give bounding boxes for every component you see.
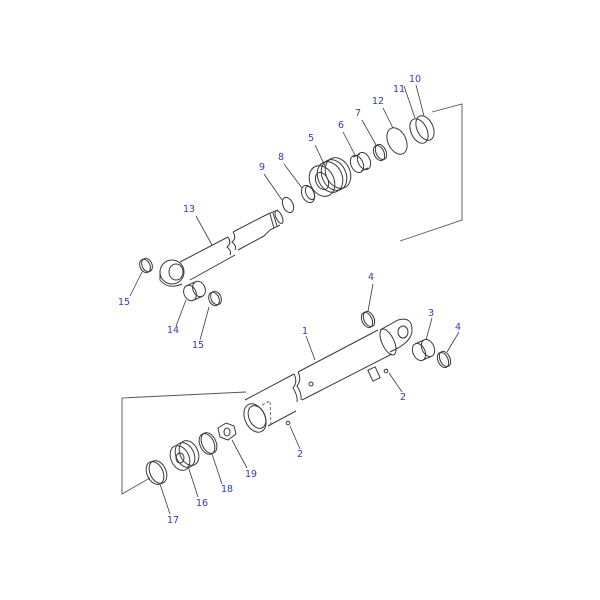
callout-5: 5 (308, 133, 315, 144)
callout-18: 18 (221, 484, 234, 495)
callout-4-b: 4 (455, 322, 462, 333)
part-15-seal-a (139, 257, 153, 274)
callout-15-a: 15 (118, 297, 131, 308)
callout-6: 6 (338, 120, 345, 131)
callout-17: 17 (167, 515, 180, 526)
part-4-seal-a (360, 310, 376, 329)
callout-8: 8 (278, 152, 285, 163)
callout-3: 3 (428, 308, 435, 319)
part-15-seal-b (208, 290, 222, 307)
part-9-snap-ring (281, 196, 295, 214)
part-12-o-ring (386, 127, 408, 155)
part-17-dust-seal (145, 460, 168, 485)
part-19-nut (217, 422, 237, 441)
leader-lines (129, 84, 460, 515)
callout-11: 11 (393, 84, 406, 95)
callout-1: 1 (302, 326, 309, 337)
part-7-ring (372, 143, 388, 162)
part-13-piston-rod (159, 209, 284, 287)
callout-2-a: 2 (400, 392, 407, 403)
part-3-bushing (411, 338, 436, 362)
part-8-ring (300, 184, 316, 204)
callout-15-b: 15 (192, 340, 205, 351)
callout-9: 9 (259, 162, 266, 173)
part-6-collar (349, 151, 372, 174)
lower-frame (121, 391, 247, 495)
callout-13: 13 (183, 204, 196, 215)
callout-10: 10 (409, 74, 422, 85)
callout-19: 19 (245, 469, 258, 480)
part-18-backup-ring (198, 432, 218, 455)
part-14-bushing (183, 280, 206, 302)
part-5-piston (308, 157, 352, 197)
upper-frame (399, 103, 463, 242)
part-10-11-rings (409, 115, 435, 144)
callout-7: 7 (355, 108, 362, 119)
callout-14: 14 (167, 325, 180, 336)
callout-4-a: 4 (368, 272, 375, 283)
part-1-cylinder-tube (243, 318, 413, 433)
callout-12: 12 (372, 96, 385, 107)
callout-16: 16 (196, 498, 209, 509)
part-2-fitting-b (285, 420, 291, 426)
part-2-fitting-a (383, 368, 389, 374)
part-4-seal-b (436, 350, 452, 369)
callout-2-b: 2 (297, 449, 304, 460)
part-16-cylinder-head (169, 440, 200, 471)
